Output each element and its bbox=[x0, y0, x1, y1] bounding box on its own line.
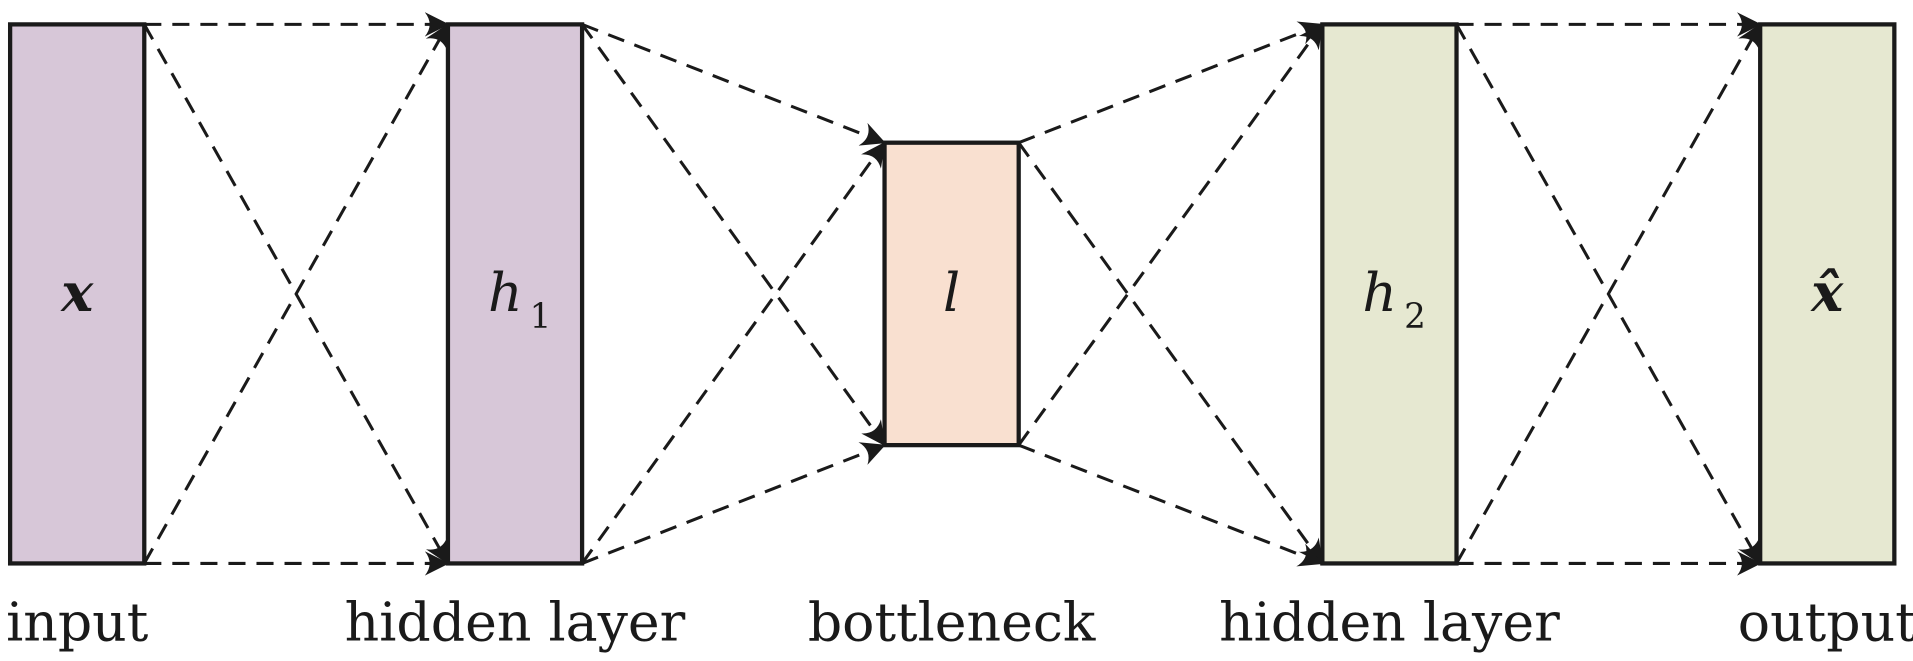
layer-4: x̂ output bbox=[1738, 22, 1913, 653]
layer-label: bottleneck bbox=[808, 590, 1096, 653]
connection-arrow bbox=[1455, 23, 1762, 565]
layer-2: l bottleneck bbox=[808, 140, 1096, 653]
layer-label: hidden layer bbox=[1219, 590, 1560, 653]
layer-box bbox=[1758, 22, 1897, 566]
layer-box bbox=[445, 22, 585, 566]
layer-label: output bbox=[1738, 590, 1913, 653]
layer-label: input bbox=[6, 590, 149, 653]
layer-0: x input bbox=[6, 22, 149, 653]
layer-subscript: 1 bbox=[530, 297, 552, 337]
layer-subscript: 2 bbox=[1404, 297, 1426, 337]
connection-arrow bbox=[1017, 141, 1324, 565]
layer-symbol: l bbox=[943, 261, 960, 324]
connection-arrow bbox=[1018, 21, 1324, 145]
connection-arrow bbox=[581, 22, 886, 146]
connection-arrow bbox=[580, 23, 886, 447]
connection-arrow bbox=[1018, 443, 1324, 567]
connection-arrow bbox=[142, 23, 450, 565]
connection-arrow bbox=[1017, 23, 1324, 447]
connection-arrow bbox=[580, 141, 886, 565]
layer-label: hidden layer bbox=[345, 590, 686, 653]
layer-box bbox=[7, 22, 147, 566]
connections bbox=[142, 12, 1762, 576]
layer-symbol: h bbox=[1362, 261, 1397, 324]
connection-arrow bbox=[581, 442, 886, 565]
layer-box bbox=[882, 140, 1021, 448]
layer-box bbox=[1320, 22, 1459, 566]
layer-symbol: x bbox=[60, 261, 94, 324]
layer-symbol: x̂ bbox=[1810, 261, 1844, 324]
layer-symbol: h bbox=[488, 261, 523, 324]
